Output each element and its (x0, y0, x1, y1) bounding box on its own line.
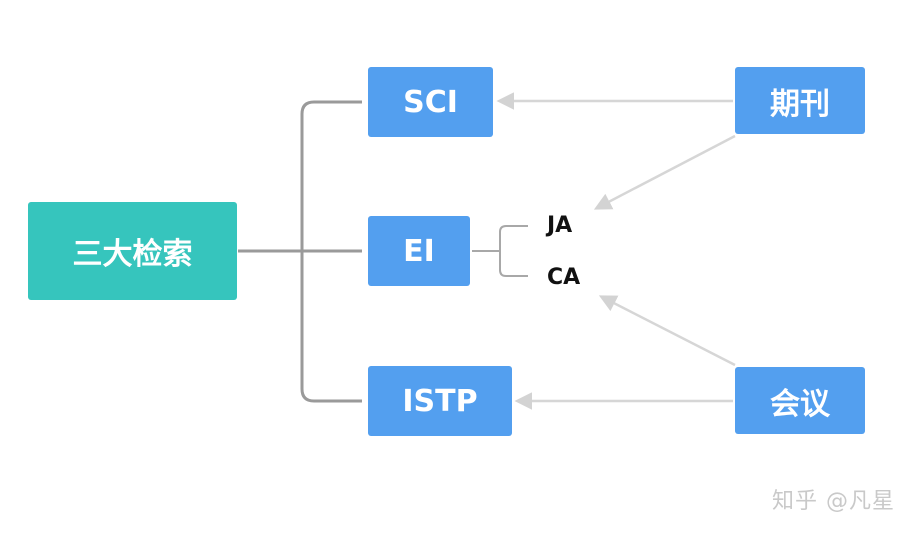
journal-to-ja-arrow (593, 134, 736, 210)
ca-label: CA (547, 265, 581, 290)
sci-node-label: SCI (403, 84, 458, 120)
zhihu-watermark: 知乎 @凡星 (772, 489, 895, 514)
conference-node: 会议 (735, 367, 865, 434)
ei-bracket (472, 225, 528, 277)
ja-label: JA (547, 213, 573, 238)
tree-bracket (238, 100, 362, 403)
root-node-label: 三大检索 (72, 237, 193, 272)
conference-node-label: 会议 (770, 386, 830, 422)
ei-node: EI (368, 216, 470, 286)
journal-node: 期刊 (735, 67, 865, 134)
journal-node-label: 期刊 (770, 86, 830, 122)
ei-node-label: EI (403, 233, 435, 269)
istp-node-label: ISTP (402, 383, 478, 419)
trunk-to-sci-line (300, 100, 362, 251)
root-node-three-indexes: 三大检索 (28, 202, 237, 300)
conference-to-ca-arrow (598, 295, 736, 367)
istp-node: ISTP (368, 366, 512, 436)
sci-node: SCI (368, 67, 493, 137)
source-arrows (496, 92, 736, 410)
trunk-to-istp-line (300, 251, 362, 403)
